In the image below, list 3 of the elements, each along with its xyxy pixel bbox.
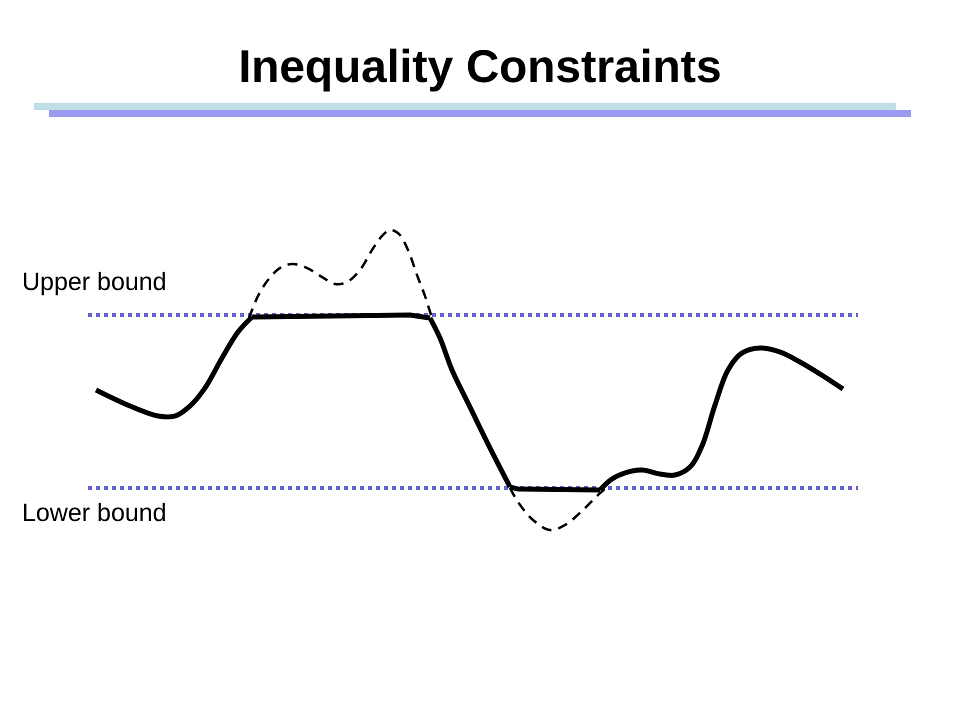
- bound-label: Lower bound: [22, 499, 167, 527]
- bound-label: Upper bound: [22, 268, 167, 296]
- slide-title: Inequality Constraints: [238, 39, 722, 94]
